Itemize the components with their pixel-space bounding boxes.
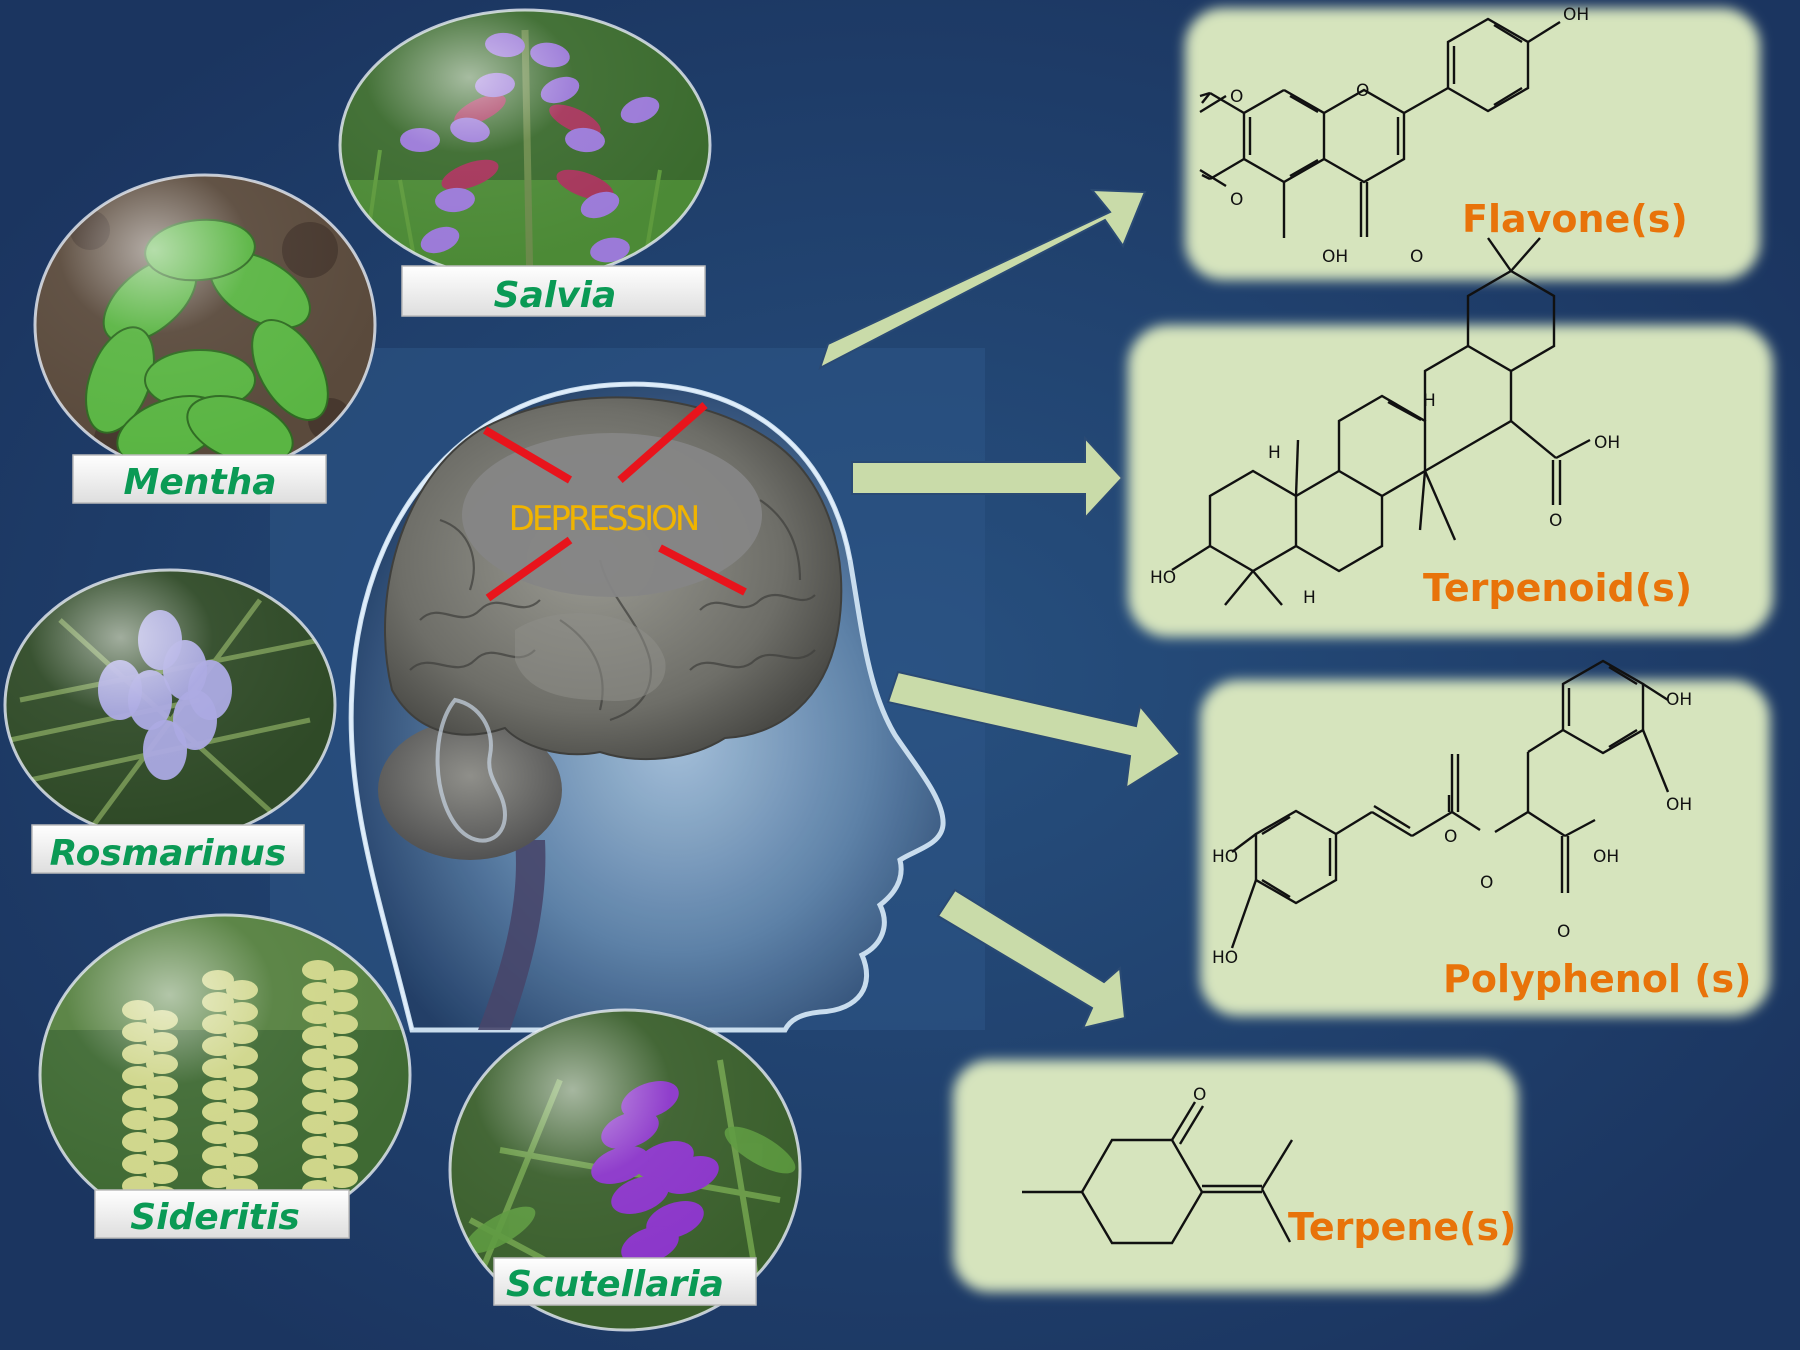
polyphenol-atom-ester-o: O <box>1480 873 1493 893</box>
plant-salvia: Salvia <box>338 8 712 317</box>
compound-panels <box>953 8 1773 1292</box>
brain-head-illustration: DEPRESSION <box>270 348 985 1033</box>
arrow-to-terpene <box>936 888 1127 1030</box>
terpenoid-atom-o: O <box>1549 511 1562 531</box>
flavone-atom-carbonyl-o: O <box>1410 247 1423 267</box>
flavone-atom-oh-bottom: OH <box>1322 247 1348 267</box>
polyphenol-atom-acid-o: O <box>1557 922 1570 942</box>
plant-rosmarinus: Rosmarinus <box>3 568 337 874</box>
cerebellum <box>378 720 562 860</box>
polyphenol-atom-ho1: HO <box>1212 847 1238 867</box>
arrow-to-polyphenol <box>886 670 1182 790</box>
ear <box>435 697 508 843</box>
polyphenol-atom-oh2: OH <box>1666 795 1692 815</box>
depression-label: DEPRESSION <box>509 499 698 539</box>
polyphenol-atom-ho2: HO <box>1212 948 1238 968</box>
terpenoid-label: Terpenoid(s) <box>1423 566 1692 610</box>
flavone-atom-oh-top: OH <box>1563 5 1589 25</box>
polyphenol-label: Polyphenol (s) <box>1443 957 1752 1001</box>
arrows <box>818 188 1182 1030</box>
red-cross <box>482 402 747 602</box>
polyphenol-panel <box>1200 680 1770 1016</box>
flavone-structure: OH O O O OH O <box>1199 5 1589 267</box>
salvia-label: Salvia <box>494 275 617 316</box>
polyphenol-atom-oh3: OH <box>1593 847 1619 867</box>
sideritis-label-bar <box>94 1189 350 1239</box>
arrow-to-flavone <box>818 188 1147 371</box>
rosmarinus-label-bar <box>31 824 305 874</box>
salvia-label-bar <box>401 265 706 317</box>
terpene-panel <box>953 1060 1518 1292</box>
terpenoid-atom-h-top: H <box>1423 391 1436 411</box>
plant-sideritis: Sideritis <box>38 913 412 1239</box>
terpenoid-atom-h-bottom: H <box>1303 588 1316 608</box>
scutellaria-label-bar <box>493 1257 757 1306</box>
spinal-cord <box>478 840 546 1030</box>
scutellaria-label: Scutellaria <box>506 1264 724 1305</box>
mentha-label: Mentha <box>124 462 277 503</box>
flavone-atom-ome-o2: O <box>1230 190 1243 210</box>
terpenoid-atom-h-left: H <box>1268 443 1281 463</box>
terpenoid-panel <box>1128 325 1773 637</box>
polyphenol-structure: OH OH O HO O OH HO O <box>1212 659 1692 968</box>
arrow-to-terpenoid <box>851 435 1124 521</box>
flavone-label: Flavone(s) <box>1462 197 1688 241</box>
mentha-label-bar <box>72 454 327 504</box>
depression-ellipse <box>462 433 762 597</box>
polyphenol-atom-oh1: OH <box>1666 690 1692 710</box>
flavone-panel <box>1185 8 1760 280</box>
rosmarinus-label: Rosmarinus <box>50 833 287 874</box>
terpenoid-atom-ho: HO <box>1150 568 1176 588</box>
terpene-atom-o: O <box>1193 1085 1206 1105</box>
terpenoid-structure: H H OH O HO H <box>1150 237 1620 608</box>
flavone-atom-ring-o: O <box>1356 81 1369 101</box>
terpenoid-atom-oh: OH <box>1594 433 1620 453</box>
flavone-atom-ome-o1: O <box>1230 87 1243 107</box>
polyphenol-atom-ester-o-top: O <box>1444 827 1457 847</box>
sideritis-label: Sideritis <box>130 1197 300 1238</box>
terpene-structure: O <box>1022 1085 1294 1245</box>
terpene-label: Terpene(s) <box>1288 1205 1517 1249</box>
plant-scutellaria: Scutellaria <box>448 1008 802 1332</box>
